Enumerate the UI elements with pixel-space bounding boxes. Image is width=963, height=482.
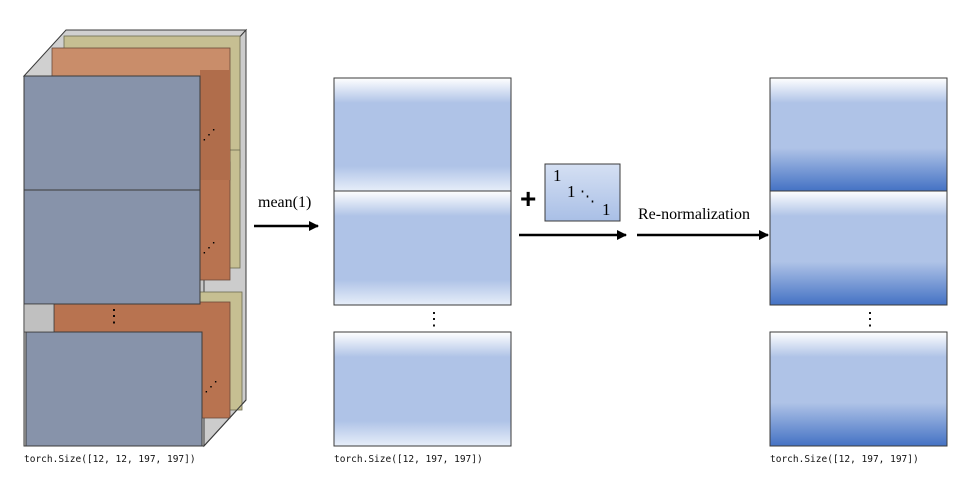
identity-entry-2: 1 bbox=[567, 182, 576, 201]
mean-vertical-ellipsis: ⋮ bbox=[425, 309, 443, 329]
cube-side-ellipsis-bottom: ⋰ bbox=[204, 380, 218, 395]
output-matrix-1 bbox=[769, 77, 948, 192]
identity-matrix-box bbox=[544, 163, 621, 222]
mean-attention-stack bbox=[333, 77, 512, 447]
mean-shape-caption: torch.Size([12, 197, 197]) bbox=[334, 454, 483, 465]
slate-head-slab-bottom bbox=[25, 331, 203, 447]
cube-gap-strip bbox=[23, 303, 55, 333]
output-vertical-ellipsis: ⋮ bbox=[861, 309, 879, 329]
output-attention-stack bbox=[769, 77, 948, 447]
input-shape-caption: torch.Size([12, 12, 197, 197]) bbox=[24, 454, 196, 465]
mean-matrix-last bbox=[333, 331, 512, 447]
slate-head-slab-mid bbox=[23, 189, 201, 305]
output-shape-caption: torch.Size([12, 197, 197]) bbox=[770, 454, 919, 465]
slate-head-slab-top bbox=[23, 75, 201, 191]
plus-symbol: + bbox=[520, 183, 537, 214]
cube-side-ellipsis-mid: ⋰ bbox=[202, 241, 216, 256]
identity-entry-3: 1 bbox=[602, 200, 611, 219]
input-attention-cube bbox=[22, 28, 248, 448]
output-matrix-2 bbox=[769, 190, 948, 306]
orange-side-strip-top bbox=[200, 70, 230, 180]
renormalization-label: Re-normalization bbox=[638, 206, 750, 223]
mean-matrix-1 bbox=[333, 77, 512, 192]
identity-ellipsis: ⋱ bbox=[580, 189, 595, 205]
mean-matrix-2 bbox=[333, 190, 512, 306]
identity-entry-1: 1 bbox=[553, 166, 562, 185]
cube-side-ellipsis-top: ⋰ bbox=[202, 128, 216, 143]
cube-vertical-ellipsis: ⋮ bbox=[105, 306, 123, 326]
output-matrix-last bbox=[769, 331, 948, 447]
mean-operation-label: mean(1) bbox=[258, 194, 312, 211]
